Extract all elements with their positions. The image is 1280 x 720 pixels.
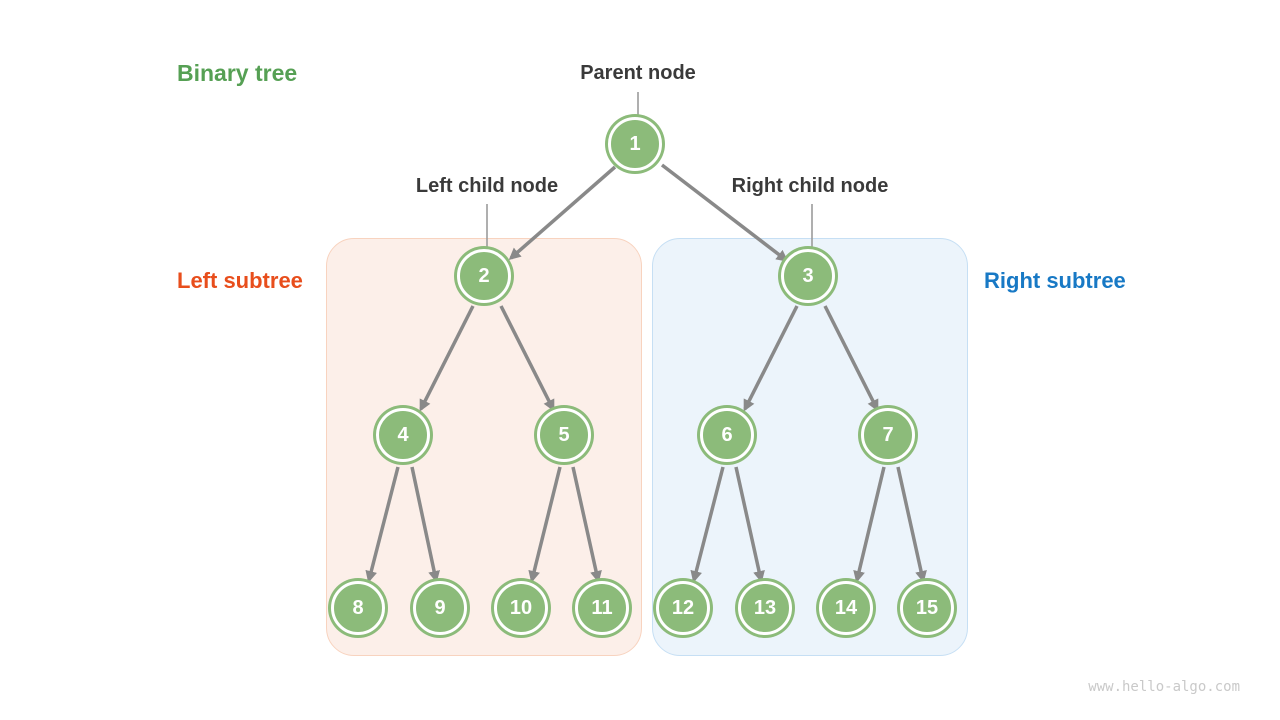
tree-node-15: 15 <box>900 581 954 635</box>
node-value: 5 <box>558 423 570 446</box>
tree-node-1: 1 <box>608 117 662 171</box>
node-value: 10 <box>509 596 533 619</box>
watermark: www.hello-algo.com <box>1088 679 1240 695</box>
node-value: 6 <box>721 423 733 446</box>
node-value: 4 <box>397 423 409 446</box>
left-child-node-label: Left child node <box>415 175 559 197</box>
right-child-node-label: Right child node <box>731 175 889 197</box>
node-value: 3 <box>802 264 814 287</box>
parent-node-label: Parent node <box>580 62 696 84</box>
node-value: 13 <box>753 596 777 619</box>
tree-node-7: 7 <box>861 408 915 462</box>
node-value: 11 <box>591 596 613 619</box>
left-subtree-label: Left subtree <box>177 268 303 293</box>
node-value: 15 <box>915 596 939 619</box>
tree-node-10: 10 <box>494 581 548 635</box>
figure-title: Binary tree <box>177 60 298 86</box>
node-value: 1 <box>629 132 641 155</box>
tree-node-5: 5 <box>537 408 591 462</box>
tree-node-3: 3 <box>781 249 835 303</box>
node-value: 7 <box>882 423 894 446</box>
tree-node-4: 4 <box>376 408 430 462</box>
node-value: 8 <box>352 596 364 619</box>
node-value: 14 <box>834 596 858 619</box>
tree-node-11: 11 <box>575 581 629 635</box>
tree-node-9: 9 <box>413 581 467 635</box>
tree-node-8: 8 <box>331 581 385 635</box>
node-value: 9 <box>434 596 446 619</box>
tree-node-14: 14 <box>819 581 873 635</box>
tree-node-6: 6 <box>700 408 754 462</box>
tree-node-13: 13 <box>738 581 792 635</box>
tree-node-12: 12 <box>656 581 710 635</box>
right-subtree-label: Right subtree <box>984 268 1126 293</box>
tree-node-2: 2 <box>457 249 511 303</box>
node-value: 12 <box>671 596 695 619</box>
node-value: 2 <box>478 264 490 287</box>
